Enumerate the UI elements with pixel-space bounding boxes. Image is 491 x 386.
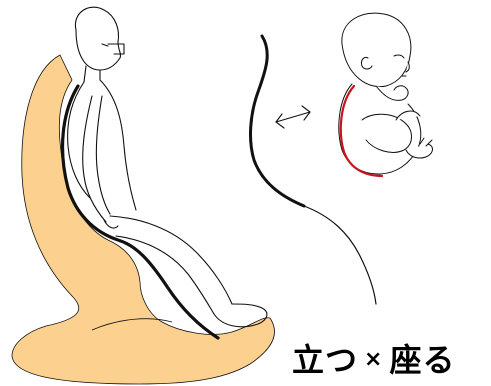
double-headed-arrow-icon (276, 106, 310, 128)
figure-head (75, 7, 120, 70)
fetus-head (342, 13, 411, 86)
spine-lower (304, 206, 376, 304)
figure-arm (83, 96, 110, 222)
ergonomic-chair (12, 55, 274, 384)
figure-foot (214, 304, 267, 327)
caption-separator: × (364, 347, 383, 372)
fetus-figure (339, 13, 433, 174)
caption: 立つ × 座る (292, 334, 488, 382)
figure-torso (100, 80, 136, 210)
caption-sit: 座る (389, 335, 455, 381)
caption-stand: 立つ (292, 335, 358, 381)
chair-body (12, 55, 274, 384)
